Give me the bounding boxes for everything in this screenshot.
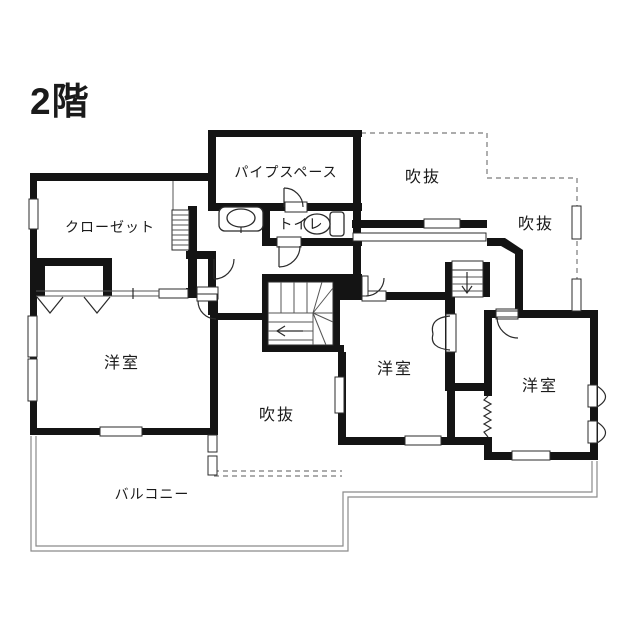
toilet-door xyxy=(278,245,301,268)
void-window xyxy=(571,278,582,312)
room-label-void-top: 吹抜 xyxy=(405,168,441,186)
right-room-casement-windows xyxy=(596,385,607,444)
void-window xyxy=(207,434,218,453)
room-label-middle-room: 洋室 xyxy=(377,360,413,378)
void-window xyxy=(571,205,582,240)
void-window xyxy=(207,455,218,476)
middle-room-closet-doors xyxy=(431,315,451,351)
window xyxy=(404,435,442,446)
middle-room-closet-opening xyxy=(445,313,457,353)
window xyxy=(587,384,598,408)
stair-hall-door xyxy=(361,275,385,297)
window xyxy=(27,358,38,402)
room-label-right-room: 洋室 xyxy=(522,377,558,395)
room-label-closet: クローゼット xyxy=(65,219,155,235)
windows xyxy=(27,198,598,476)
closet-hanger-symbol xyxy=(83,296,111,314)
closet-front xyxy=(36,288,159,314)
room-label-toilet: トイレ xyxy=(279,216,324,232)
window xyxy=(158,288,189,299)
handrail xyxy=(352,232,487,242)
window xyxy=(28,198,39,230)
left-room-door xyxy=(196,293,218,320)
toilet-fixture xyxy=(303,211,345,237)
room-label-void-center: 吹抜 xyxy=(259,406,295,424)
window xyxy=(423,218,461,229)
window xyxy=(27,315,38,358)
pipe-space-door xyxy=(283,187,304,208)
room-label-left-room: 洋室 xyxy=(104,354,140,372)
window xyxy=(511,450,551,461)
closet-hanger-symbol xyxy=(36,296,64,314)
labels: 2階 パイプスペース トイレ クローゼット 吹抜 吹抜 吹抜 洋室 洋室 洋室 … xyxy=(30,81,558,502)
washroom-door xyxy=(213,258,235,280)
staircase-down xyxy=(451,269,484,298)
staircase-winder xyxy=(267,281,334,346)
stair-direction-arrow xyxy=(275,325,303,337)
room-label-balcony: バルコニー xyxy=(115,486,190,502)
pipe-space-door-opening xyxy=(284,201,308,213)
room-label-pipe-space: パイプスペース xyxy=(234,164,337,180)
stair-down-arrow xyxy=(461,272,473,295)
sink xyxy=(218,206,264,233)
window xyxy=(334,376,345,414)
room-label-void-right: 吹抜 xyxy=(518,215,554,233)
window xyxy=(99,426,143,437)
void-dashed-borders xyxy=(214,132,578,477)
doors xyxy=(196,187,607,444)
window xyxy=(587,420,598,444)
right-room-door xyxy=(495,310,519,339)
toilet-door-opening xyxy=(276,236,302,248)
hatch-strip xyxy=(171,181,190,251)
floor-title: 2階 xyxy=(30,81,90,122)
accordion-door xyxy=(482,395,493,438)
balcony-outline xyxy=(30,436,598,552)
